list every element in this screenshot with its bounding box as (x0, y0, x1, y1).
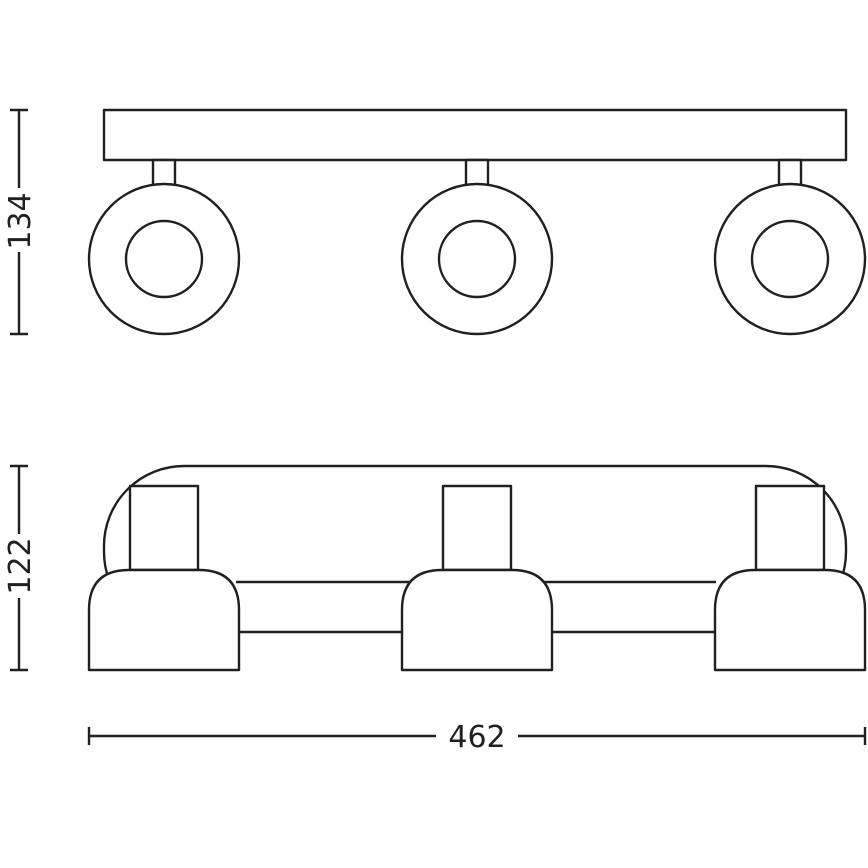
side-spot-3 (713, 484, 867, 672)
height-dimension-top: 134 (3, 108, 38, 336)
front-mounting-bar (102, 108, 848, 162)
side-spot-1-stem (128, 484, 200, 572)
front-spot-1-stem (151, 158, 177, 188)
front-spot-3 (713, 158, 867, 336)
height-bottom-label: 122 (3, 537, 38, 594)
front-spot-3-stem (777, 158, 803, 188)
side-spot-1-head (87, 568, 241, 672)
front-spot-2-lens (437, 219, 517, 299)
side-spot-1 (87, 484, 241, 672)
front-spot-2-outer-ring (400, 182, 554, 336)
front-spot-3-outer-ring (713, 182, 867, 336)
width-label: 462 (448, 720, 505, 755)
front-spot-1 (87, 158, 241, 336)
front-spot-1-lens (124, 219, 204, 299)
height-dimension-bottom: 122 (3, 464, 38, 672)
side-spot-3-head (713, 568, 867, 672)
front-spot-1-outer-ring (87, 182, 241, 336)
front-spot-2-stem (464, 158, 490, 188)
front-spot-2 (400, 158, 554, 336)
front-view (87, 108, 867, 336)
side-view (87, 464, 867, 672)
height-top-label: 134 (3, 192, 38, 249)
side-spot-3-stem (754, 484, 826, 572)
side-spot-2-head (400, 568, 554, 672)
width-dimension: 462 (87, 720, 867, 755)
front-spot-3-lens (750, 219, 830, 299)
side-spot-2 (400, 484, 554, 672)
side-spot-2-stem (441, 484, 513, 572)
